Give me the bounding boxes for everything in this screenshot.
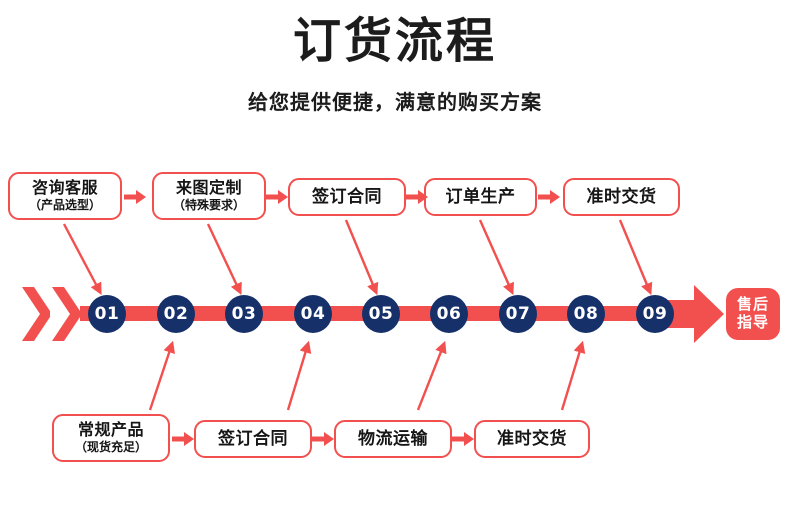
step-box[interactable]: 常规产品（现货充足） (52, 414, 170, 462)
timeline-end-arrow-icon (664, 285, 724, 343)
connector-top-to-node-3 (344, 219, 379, 296)
step-box[interactable]: 订单生产 (424, 178, 537, 216)
connector-bottom-to-node-4 (560, 340, 586, 411)
step-box-title: 准时交货 (497, 428, 567, 448)
step-box-title: 签订合同 (312, 186, 382, 206)
connector-top-to-node-4 (478, 219, 514, 296)
timeline-node-05[interactable]: 05 (362, 295, 400, 333)
timeline-node-02[interactable]: 02 (157, 295, 195, 333)
page-subtitle: 给您提供便捷，满意的购买方案 (248, 92, 542, 114)
arrow-right-icon (124, 190, 146, 204)
step-box-title: 常规产品 (77, 422, 144, 440)
step-box-title: 签订合同 (218, 428, 288, 448)
timeline-node-label: 06 (436, 304, 462, 324)
timeline-node-01[interactable]: 01 (88, 295, 126, 333)
after-sales-badge[interactable]: 售后 指导 (726, 288, 780, 340)
chevron-right-icon (22, 287, 50, 341)
timeline-node-03[interactable]: 03 (225, 295, 263, 333)
step-box[interactable]: 签订合同 (288, 178, 406, 216)
chevron-right-icon (52, 287, 80, 341)
step-box-title: 咨询客服 (31, 180, 98, 198)
arrow-right-icon (452, 432, 474, 446)
arrow-right-icon (538, 190, 560, 204)
step-box[interactable]: 准时交货 (474, 420, 590, 458)
bottom-connectors (148, 340, 586, 411)
connector-top-to-node-2 (206, 223, 242, 296)
step-box-subtitle: （特殊要求） (172, 197, 245, 212)
connector-bottom-to-node-3 (416, 340, 447, 411)
step-box-title: 来图定制 (175, 180, 242, 198)
step-box[interactable]: 物流运输 (334, 420, 452, 458)
page-title: 订货流程 (292, 15, 497, 68)
arrow-right-icon (172, 432, 194, 446)
timeline-node-label: 05 (368, 304, 394, 324)
top-connectors (62, 219, 653, 296)
timeline-node-label: 02 (163, 304, 189, 324)
step-box[interactable]: 准时交货 (563, 178, 680, 216)
step-box[interactable]: 来图定制（特殊要求） (152, 172, 266, 220)
timeline-node-label: 09 (642, 304, 668, 324)
timeline-node-06[interactable]: 06 (430, 295, 468, 333)
timeline-node-04[interactable]: 04 (294, 295, 332, 333)
after-sales-badge-line2: 指导 (736, 314, 769, 331)
step-box-title: 订单生产 (445, 186, 516, 206)
timeline-node-label: 07 (505, 304, 531, 324)
after-sales-badge-line1: 售后 (736, 296, 769, 314)
timeline-node-label: 08 (573, 304, 599, 324)
timeline-node-label: 04 (300, 304, 326, 324)
connector-bottom-to-node-1 (148, 340, 175, 411)
step-box-title: 物流运输 (358, 428, 428, 448)
connector-top-to-node-1 (62, 223, 102, 295)
arrow-right-icon (312, 432, 334, 446)
timeline-node-label: 01 (94, 304, 120, 324)
arrow-right-icon (266, 190, 288, 204)
step-box-subtitle: （产品选型） (28, 197, 101, 212)
step-box[interactable]: 咨询客服（产品选型） (8, 172, 122, 220)
timeline-node-label: 03 (231, 304, 257, 324)
step-box-title: 准时交货 (586, 186, 657, 206)
timeline-node-09[interactable]: 09 (636, 295, 674, 333)
connector-bottom-to-node-2 (286, 340, 312, 411)
timeline-node-07[interactable]: 07 (499, 295, 537, 333)
connector-top-to-node-5 (618, 219, 653, 296)
step-box-subtitle: （现货充足） (74, 439, 147, 454)
step-box[interactable]: 签订合同 (194, 420, 312, 458)
timeline-node-08[interactable]: 08 (567, 295, 605, 333)
arrow-right-icon (406, 190, 428, 204)
